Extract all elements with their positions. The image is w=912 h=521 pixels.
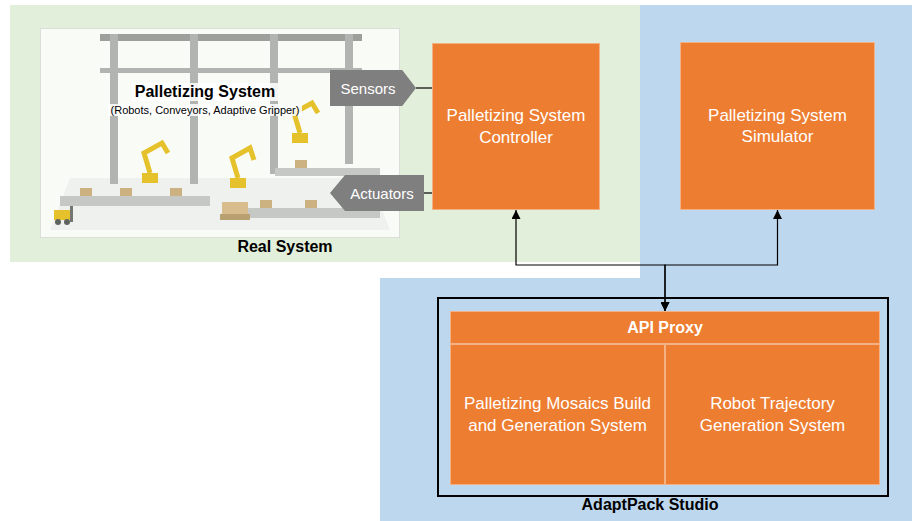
signal-label: Actuators	[350, 185, 413, 202]
gantry-column	[110, 34, 118, 184]
actuators-arrow: Actuators	[330, 175, 424, 211]
illustration-frame	[41, 29, 400, 238]
forklift	[54, 206, 73, 225]
connector-line	[416, 87, 432, 88]
illustration-heading: Palletizing System	[132, 83, 279, 101]
floor	[50, 178, 390, 230]
carton	[80, 188, 92, 196]
illustration-part	[292, 133, 308, 143]
illustration-part	[294, 103, 318, 133]
carton	[170, 188, 182, 196]
region-fill	[380, 5, 912, 521]
carton	[120, 188, 132, 196]
robot	[142, 143, 168, 183]
arrow-tag-fill	[330, 70, 416, 106]
pallet	[220, 214, 250, 220]
arrow-tag-fill	[330, 175, 424, 211]
carton	[305, 200, 317, 208]
carton-stack	[222, 202, 248, 214]
box-label: Palletizing System Controller	[445, 105, 587, 148]
region-label: Real System	[237, 238, 332, 256]
sensors-arrow: Sensors	[330, 70, 416, 106]
gantry-column	[345, 34, 353, 164]
illustration-part	[142, 173, 158, 183]
region-label: AdaptPack Studio	[582, 496, 719, 514]
signal-label: Sensors	[340, 80, 395, 97]
connector-line	[424, 192, 432, 193]
process-box: Palletizing System Simulator	[680, 42, 875, 210]
header-label: API Proxy	[627, 318, 703, 338]
studio-core-frame	[438, 298, 888, 496]
conveyor	[275, 168, 380, 176]
gantry-column	[190, 34, 198, 184]
illustration-drawing	[41, 29, 400, 238]
connector-line	[665, 210, 778, 311]
process-box: Palletizing Mosaics Build and Generation…	[450, 344, 665, 485]
illustration-part	[55, 219, 61, 225]
illustration-part	[70, 206, 73, 222]
conveyor	[60, 196, 210, 206]
api-header-box: API Proxy	[450, 311, 880, 344]
box-label: Palletizing System Simulator	[693, 105, 862, 148]
illustration-part	[230, 178, 246, 188]
gantry-beam	[100, 68, 362, 73]
illustration-part	[64, 219, 70, 225]
carton	[260, 200, 272, 208]
process-box: Robot Trajectory Generation System	[665, 344, 880, 485]
process-box: Palletizing System Controller	[432, 43, 600, 210]
illustration-part	[54, 210, 70, 220]
connector-line	[516, 210, 665, 311]
gantry-beam	[100, 34, 362, 41]
gantry-column	[270, 34, 278, 174]
box-label: Palletizing Mosaics Build and Generation…	[463, 393, 652, 436]
illustration-part	[232, 148, 254, 178]
illustration-part	[144, 143, 168, 173]
box-label: Robot Trajectory Generation System	[678, 393, 867, 436]
robot	[292, 103, 318, 143]
conveyor	[240, 208, 380, 218]
robot	[230, 148, 254, 188]
real-system-region: Real System Palletizing System (Robots, Co…	[10, 5, 640, 262]
carton	[295, 160, 307, 168]
illustration-subtitle: (Robots, Conveyors, Adaptive Gripper)	[108, 104, 303, 116]
